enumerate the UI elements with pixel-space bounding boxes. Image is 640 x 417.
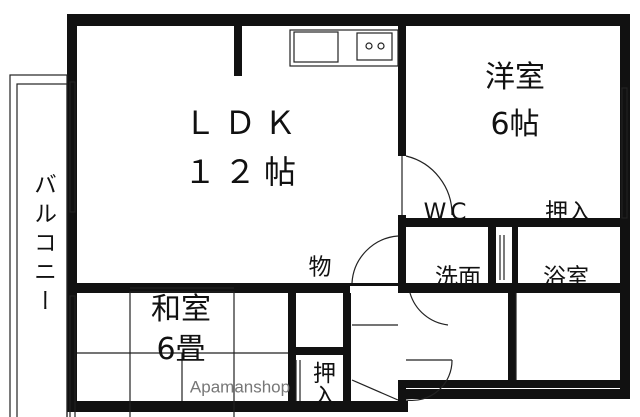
bathroom-label: 浴室 — [543, 264, 589, 291]
ldk-label: ＬＤＫ — [183, 104, 305, 142]
ldk-size: １２帖 — [183, 153, 305, 191]
balcony-label: バルコニー — [29, 172, 56, 318]
watermark: Apamanshop — [189, 377, 291, 397]
storage-label: 物 — [308, 254, 332, 281]
japanese-room-label: 和室 — [151, 292, 211, 327]
western-room-label: 洋室 — [485, 60, 545, 95]
closet-right-label: 押入 — [545, 199, 591, 226]
closet-lower-label: 押入 — [308, 361, 335, 407]
western-room-size: 6帖 — [490, 107, 540, 142]
japanese-room-size: 6畳 — [156, 332, 206, 367]
washroom-label: 洗面 — [435, 264, 481, 291]
wc-label: WC — [423, 199, 471, 226]
